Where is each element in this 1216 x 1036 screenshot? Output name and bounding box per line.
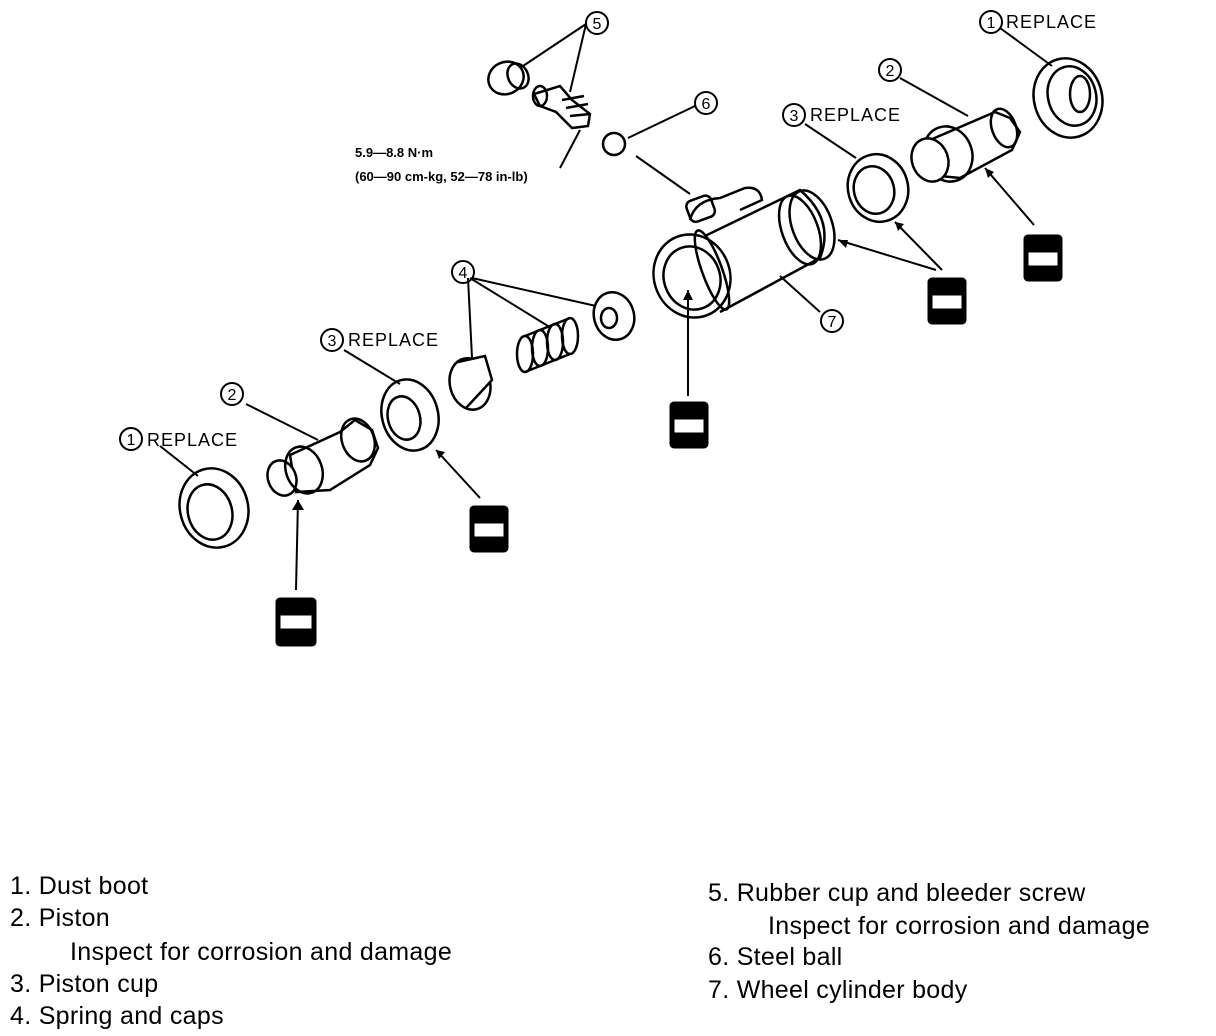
dust-boot-right xyxy=(1032,57,1104,139)
piston-left xyxy=(266,417,380,497)
legend-item-rubber-cup-and-bleeder-screw: 5. Rubber cup and bleeder screw xyxy=(708,879,1086,907)
legend-note-piston: Inspect for corrosion and damage xyxy=(70,938,453,966)
callout-4: 4 xyxy=(459,265,468,282)
callout-circle-2-left xyxy=(220,382,244,406)
callout-circle-1-right xyxy=(979,10,1003,34)
legend-item-dust-boot: 1. Dust boot xyxy=(10,872,149,900)
replace-label-1-left: REPLACE xyxy=(147,430,238,450)
callout-3-right: 3 xyxy=(790,108,799,125)
callout-6: 6 xyxy=(702,96,711,113)
callout-5: 5 xyxy=(593,16,602,33)
callout-circle-1-left xyxy=(119,427,143,451)
torque-spec-line-2: (60—90 cm-kg, 52—78 in-lb) xyxy=(355,169,528,184)
callout-circle-3-right xyxy=(782,103,806,127)
piston-cup-right xyxy=(846,153,910,223)
brake-fluid-can-1 xyxy=(1023,234,1063,282)
callout-7: 7 xyxy=(828,314,837,331)
brake-fluid-can-2 xyxy=(927,277,967,325)
arrowheads xyxy=(292,168,994,510)
brake-fluid-can-4 xyxy=(469,505,509,553)
legend-item-piston: 2. Piston xyxy=(10,904,110,932)
callout-circle-5 xyxy=(585,11,609,35)
leader-lines xyxy=(159,23,1053,591)
legend-item-steel-ball: 6. Steel ball xyxy=(708,943,843,971)
callout-circle-4 xyxy=(451,260,475,284)
rubber-cup xyxy=(487,60,530,96)
callout-2-right: 2 xyxy=(886,63,895,80)
callout-1-right: 1 xyxy=(987,15,996,32)
spring-cap-left xyxy=(448,354,494,411)
legend-item-piston-cup: 3. Piston cup xyxy=(10,970,159,998)
callout-circle-7 xyxy=(820,309,844,333)
callout-circle-2-right xyxy=(878,58,902,82)
piston-right xyxy=(910,107,1022,183)
replace-label-3-left: REPLACE xyxy=(348,330,439,350)
brake-fluid-cans xyxy=(275,234,1063,647)
callout-3-left: 3 xyxy=(328,333,337,350)
spring xyxy=(515,316,580,374)
wheel-cylinder-body xyxy=(652,186,836,319)
steel-ball xyxy=(601,131,627,157)
bleeder-screw xyxy=(531,84,592,130)
callout-2-left: 2 xyxy=(228,387,237,404)
dust-boot-left xyxy=(178,467,250,549)
legend-item-wheel-cylinder-body: 7. Wheel cylinder body xyxy=(708,976,968,1004)
brake-fluid-can-5 xyxy=(275,597,317,647)
callout-circle-6 xyxy=(694,91,718,115)
callout-circle-3-left xyxy=(320,328,344,352)
callout-1-left: 1 xyxy=(127,432,136,449)
piston-cup-left xyxy=(380,378,440,452)
spring-cap-right xyxy=(592,290,636,342)
replace-label-3-right: REPLACE xyxy=(810,105,901,125)
replace-label-1-right: REPLACE xyxy=(1006,12,1097,32)
torque-spec-line-1: 5.9—8.8 N·m xyxy=(355,145,433,160)
legend-item-spring-and-caps: 4. Spring and caps xyxy=(10,1002,224,1030)
legend-note-bleeder: Inspect for corrosion and damage xyxy=(768,912,1151,940)
brake-fluid-can-3 xyxy=(669,401,709,449)
